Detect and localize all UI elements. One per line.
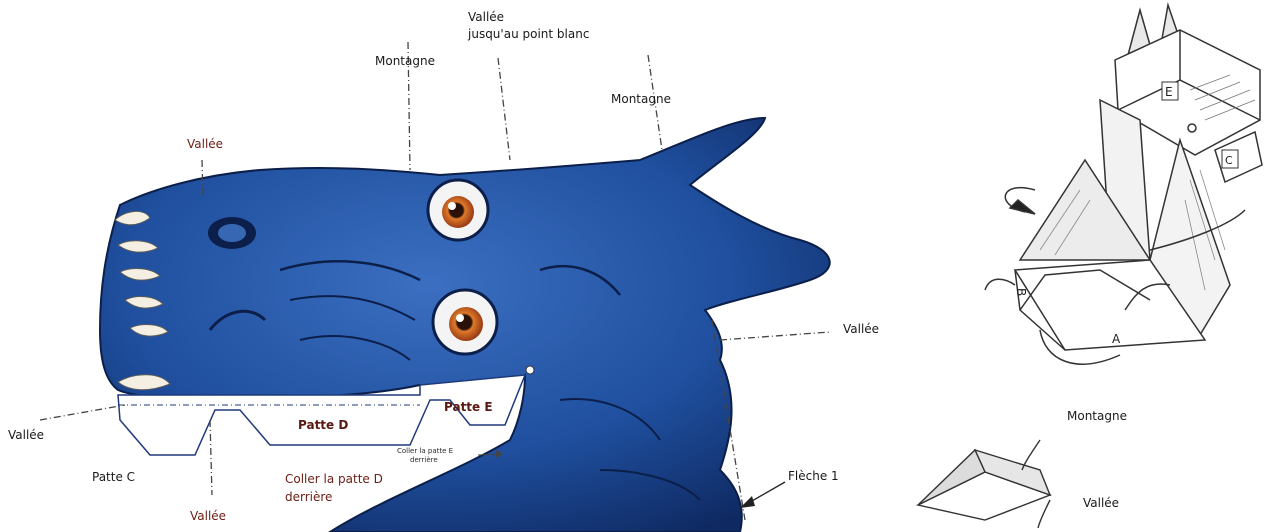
patte-d-label: Patte D xyxy=(298,418,348,432)
glue-d-instruction-line2: derrière xyxy=(285,490,332,505)
svg-text:A: A xyxy=(1112,332,1121,346)
patte-c-label: Patte C xyxy=(92,470,135,485)
glue-point xyxy=(526,366,534,374)
glue-d-instruction-line1: Coller la patte D xyxy=(285,472,383,487)
patte-e-label: Patte E xyxy=(444,400,493,414)
valley-label-bottom: Vallée xyxy=(190,509,226,524)
valley-label-right: Vallée xyxy=(843,322,879,337)
lower-eye xyxy=(433,290,497,354)
upper-eye xyxy=(428,180,488,240)
svg-text:E: E xyxy=(1165,85,1173,99)
arrow-1-label: Flèche 1 xyxy=(788,469,839,484)
legend-valley-label: Vallée xyxy=(1083,496,1119,511)
glue-e-instruction-line1: Coller la patte E xyxy=(397,447,453,455)
assembled-model-illustration xyxy=(985,5,1262,364)
svg-text:C: C xyxy=(1225,154,1233,167)
glue-e-instruction-line2: derrière xyxy=(410,456,438,464)
mountain-label-right: Montagne xyxy=(611,92,671,107)
valley-label-left: Vallée xyxy=(8,428,44,443)
valley-label-top: Vallée xyxy=(468,10,504,25)
mountain-label-left: Montagne xyxy=(375,54,435,69)
valley-label-upper-left: Vallée xyxy=(187,137,223,152)
legend-mountain-label: Montagne xyxy=(1067,409,1127,424)
svg-text:B: B xyxy=(1014,288,1028,296)
fold-legend-illustration xyxy=(918,440,1050,528)
valley-label-top-note: jusqu'au point blanc xyxy=(468,27,589,42)
